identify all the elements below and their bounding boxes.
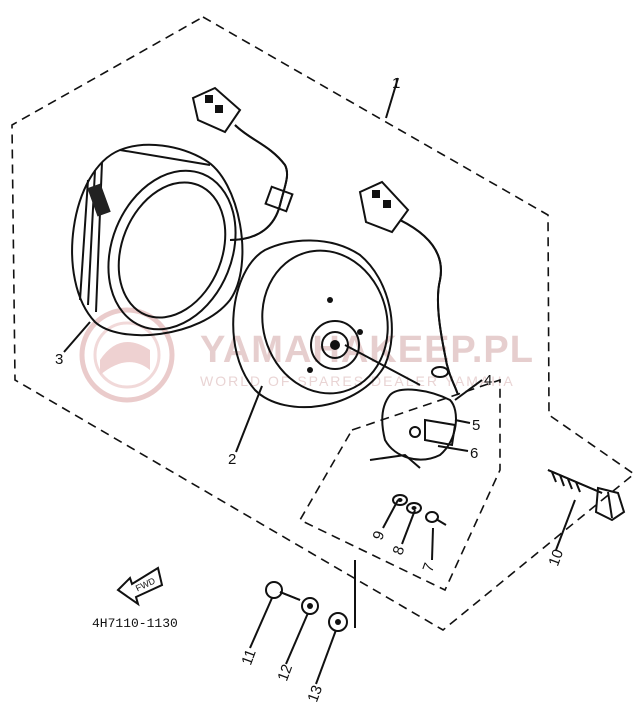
stator-connector-icon [191,86,242,134]
callout-6: 6 [470,445,478,462]
stator-wire-harness [191,86,294,241]
fwd-label: FWD [134,575,157,593]
bolt-11 [265,581,301,601]
callout-9: 9 [369,529,388,543]
washer-8 [406,502,422,514]
stator-coil-ring [71,143,244,337]
callout-5: 5 [472,417,480,434]
washer-13 [328,612,348,632]
washer-9 [392,494,408,506]
assembly-outline [11,16,636,631]
callout-8: 8 [389,544,408,558]
callout-2: 2 [228,451,236,468]
watermark: YAMAHAKEEP.PL WORLD OF SPARES DEALER YAM… [79,307,534,403]
rotor-bolt [547,469,626,522]
pickup-connector-icon [358,180,410,234]
callout-4: 4 [484,372,492,389]
pickup-coil-assembly [369,388,457,469]
lock-washer-12 [301,597,319,615]
pickup-wire-harness [358,180,459,396]
callout-3: 3 [55,351,63,368]
callout-12: 12 [274,662,296,683]
diagram-code: 4H7110-1130 [92,616,178,631]
watermark-brand: YAMAHAKEEP.PL [200,329,534,371]
callout-10: 10 [545,547,567,568]
callout-13: 13 [304,683,326,704]
pickup-subassembly-outline [298,378,501,592]
flywheel-rotor [232,239,421,409]
callout-7: 7 [419,561,438,575]
callout-1: 1 [392,75,400,92]
yamaha-logo-icon [79,307,175,403]
screw-7 [425,511,447,526]
fwd-arrow-icon: FWD [116,566,164,607]
watermark-subtitle: WORLD OF SPARES DEALER YAMAHA [200,373,515,389]
callout-11: 11 [238,647,259,667]
